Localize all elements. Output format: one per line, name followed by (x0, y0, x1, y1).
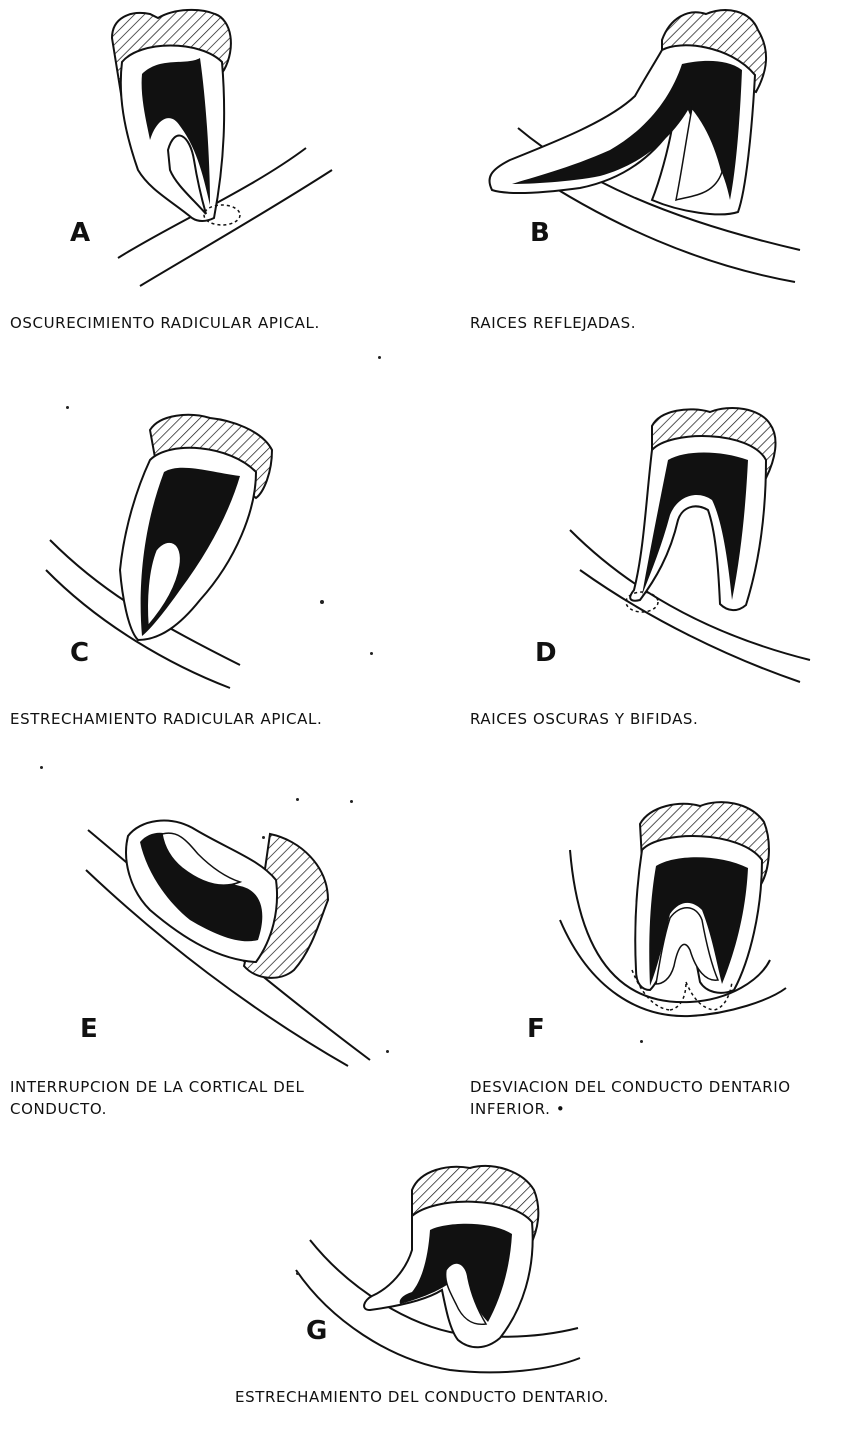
tooth-diagram-b (430, 0, 858, 340)
panel-b: B RAICES REFLEJADAS. (430, 0, 858, 340)
scan-speck (296, 1272, 299, 1275)
panel-label-e: E (80, 1014, 98, 1044)
caption-c: ESTRECHAMIENTO RADICULAR APICAL. (10, 708, 322, 730)
panel-label-f: F (527, 1014, 545, 1044)
tooth-diagram-a (0, 0, 430, 340)
scan-speck (40, 766, 43, 769)
caption-f-line1: DESVIACION DEL CONDUCTO DENTARIO (470, 1076, 791, 1098)
caption-e-line2: CONDUCTO. (10, 1098, 107, 1120)
scan-speck (320, 600, 324, 604)
panel-label-a: A (70, 218, 90, 248)
panel-d: D RAICES OSCURAS Y BIFIDAS. (430, 390, 858, 750)
tooth-diagram-c (0, 390, 430, 750)
panel-label-d: D (535, 638, 557, 668)
panel-a: A OSCURECIMIENTO RADICULAR APICAL. (0, 0, 430, 340)
scan-speck (66, 406, 69, 409)
caption-e-line1: INTERRUPCION DE LA CORTICAL DEL (10, 1076, 304, 1098)
caption-f-line2: INFERIOR. • (470, 1098, 565, 1120)
panel-label-g: G (306, 1316, 327, 1346)
panel-f: F DESVIACION DEL CONDUCTO DENTARIO INFER… (430, 770, 858, 1140)
panel-label-c: C (70, 638, 89, 668)
canal-line (580, 570, 800, 682)
panel-g: G ESTRECHAMIENTO DEL CONDUCTO DENTARIO. (150, 1150, 710, 1436)
panel-e: E INTERRUPCION DE LA CORTICAL DEL CONDUC… (0, 770, 430, 1140)
scan-speck (640, 1040, 643, 1043)
scan-speck (386, 1050, 389, 1053)
scan-speck (350, 800, 353, 803)
panel-c: C ESTRECHAMIENTO RADICULAR APICAL. (0, 390, 430, 750)
scan-speck (370, 652, 373, 655)
scan-speck (378, 356, 381, 359)
canal-line (570, 530, 810, 660)
caption-b: RAICES REFLEJADAS. (470, 312, 636, 334)
scan-speck (296, 798, 299, 801)
caption-g: ESTRECHAMIENTO DEL CONDUCTO DENTARIO. (235, 1386, 609, 1408)
caption-d: RAICES OSCURAS Y BIFIDAS. (470, 708, 698, 730)
tooth-diagram-d (430, 390, 858, 750)
scan-speck (262, 836, 265, 839)
panel-label-b: B (530, 218, 550, 248)
caption-a: OSCURECIMIENTO RADICULAR APICAL. (10, 312, 320, 334)
